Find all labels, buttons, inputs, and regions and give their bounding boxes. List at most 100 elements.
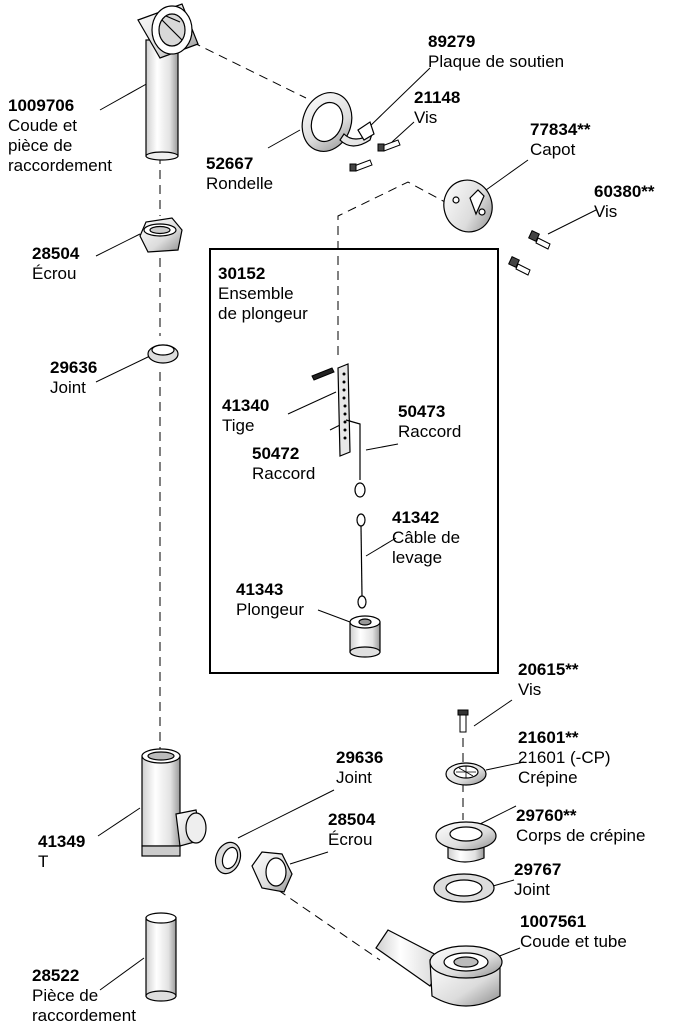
label-89279: 89279 Plaque de soutien <box>428 32 564 72</box>
part-number: 50472 <box>252 444 300 463</box>
part-number: 41343 <box>236 580 284 599</box>
label-28522: 28522 Pièce de raccordement <box>32 966 136 1026</box>
part-description: raccordement <box>32 1006 136 1025</box>
leader-lines <box>95 67 597 991</box>
part-description: Joint <box>514 880 550 899</box>
label-20615: 20615** Vis <box>518 660 579 700</box>
strainer-body-drawing <box>435 821 497 863</box>
strainer-21601-drawing <box>445 762 487 786</box>
lift-cable-drawing <box>356 513 367 609</box>
label-29636-upper: 29636 Joint <box>50 358 97 398</box>
part-description: Capot <box>530 140 576 159</box>
part-number: 29636 <box>50 358 98 377</box>
part-number: 29760** <box>516 806 577 825</box>
part-number: 28504 <box>328 810 376 829</box>
part-number: 29767 <box>514 860 562 879</box>
part-description: Coude et <box>8 116 77 135</box>
part-description: Vis <box>594 202 618 221</box>
plunger-41343-drawing <box>349 615 381 658</box>
part-number: 29636 <box>336 748 384 767</box>
part-description: Vis <box>518 680 542 699</box>
part-description: Corps de crépine <box>516 826 646 845</box>
part-description: levage <box>392 548 443 567</box>
label-29767: 29767 Joint <box>514 860 561 900</box>
part-description: Raccord <box>398 422 462 441</box>
label-77834: 77834** Capot <box>530 120 591 160</box>
label-41340: 41340 Tige <box>222 396 269 436</box>
screws-21148-drawing <box>349 139 401 172</box>
label-29760: 29760** Corps de crépine <box>516 806 645 846</box>
pin-41340-drawing <box>311 367 335 381</box>
screw-20615-drawing <box>457 709 469 733</box>
label-60380: 60380** Vis <box>594 182 655 222</box>
tailpiece-28522-drawing <box>145 912 177 1002</box>
label-41342: 41342 Câble de levage <box>392 508 460 568</box>
part-number: 52667 <box>206 154 254 173</box>
part-description: Ensemble <box>218 284 294 303</box>
label-1007561: 1007561 Coude et tube <box>520 912 627 952</box>
part-description: Écrou <box>32 264 77 283</box>
part-number: 21148 <box>414 88 461 107</box>
label-50472: 50472 Raccord <box>252 444 315 484</box>
washer-52667-drawing <box>301 92 353 152</box>
nut-28504-lower-drawing <box>251 851 293 893</box>
part-description: Pièce de <box>32 986 99 1005</box>
label-1009706: 1009706 Coude et pièce de raccordement <box>8 96 112 176</box>
part-description: Tige <box>222 416 255 435</box>
part-number: 1007561 <box>520 912 587 931</box>
part-number: 21601** <box>518 728 579 747</box>
part-description: Joint <box>50 378 86 397</box>
elbow-tailpiece-drawing <box>137 3 199 161</box>
part-number: 28522 <box>32 966 80 985</box>
tee-41349-drawing <box>141 748 207 857</box>
part-description: Crépine <box>518 768 578 787</box>
part-number: 41340 <box>222 396 270 415</box>
part-description: Raccord <box>252 464 316 483</box>
screws-60380-drawing <box>508 230 551 276</box>
gasket-29636-upper-drawing <box>147 344 179 364</box>
label-50473: 50473 Raccord <box>398 402 461 442</box>
part-description: Coude et tube <box>520 932 627 951</box>
part-description: T <box>38 852 49 871</box>
part-description: 21601 (-CP) <box>518 748 611 767</box>
label-21148: 21148 Vis <box>414 88 460 128</box>
part-number: 1009706 <box>8 96 75 115</box>
part-description: Plongeur <box>236 600 305 619</box>
part-number: 60380** <box>594 182 655 201</box>
part-number: 41342 <box>392 508 440 527</box>
part-number: 50473 <box>398 402 446 421</box>
part-description: Rondelle <box>206 174 274 193</box>
label-30152: 30152 Ensemble de plongeur <box>218 264 308 324</box>
part-number: 89279 <box>428 32 476 51</box>
plunger-assembly-box <box>209 248 499 674</box>
part-description: Câble de <box>392 528 461 547</box>
cover-plate-drawing <box>443 179 493 233</box>
plunger-rod-drawing <box>337 363 366 498</box>
part-description: Vis <box>414 108 438 127</box>
support-plate-drawing <box>339 121 375 147</box>
part-description: pièce de <box>8 136 73 155</box>
label-28504-lower: 28504 Écrou <box>328 810 375 850</box>
label-41343: 41343 Plongeur <box>236 580 304 620</box>
part-number: 20615** <box>518 660 579 679</box>
gasket-29767-drawing <box>433 873 495 903</box>
part-description: raccordement <box>8 156 112 175</box>
part-description: Plaque de soutien <box>428 52 565 71</box>
part-description: de plongeur <box>218 304 308 323</box>
gasket-29636-lower-drawing <box>214 841 242 875</box>
label-52667: 52667 Rondelle <box>206 154 273 194</box>
part-number: 30152 <box>218 264 266 283</box>
part-number: 77834** <box>530 120 591 139</box>
label-21601: 21601** 21601 (-CP) Crépine <box>518 728 611 788</box>
part-number: 28504 <box>32 244 80 263</box>
label-41349: 41349 T <box>38 832 85 872</box>
part-number: 41349 <box>38 832 86 851</box>
part-description: Écrou <box>328 830 373 849</box>
label-29636-lower: 29636 Joint <box>336 748 383 788</box>
elbow-tube-drawing <box>375 929 503 1007</box>
part-description: Joint <box>336 768 372 787</box>
label-28504-upper: 28504 Écrou <box>32 244 79 284</box>
assembly-lines <box>159 41 464 961</box>
nut-28504-upper-drawing <box>139 217 183 253</box>
